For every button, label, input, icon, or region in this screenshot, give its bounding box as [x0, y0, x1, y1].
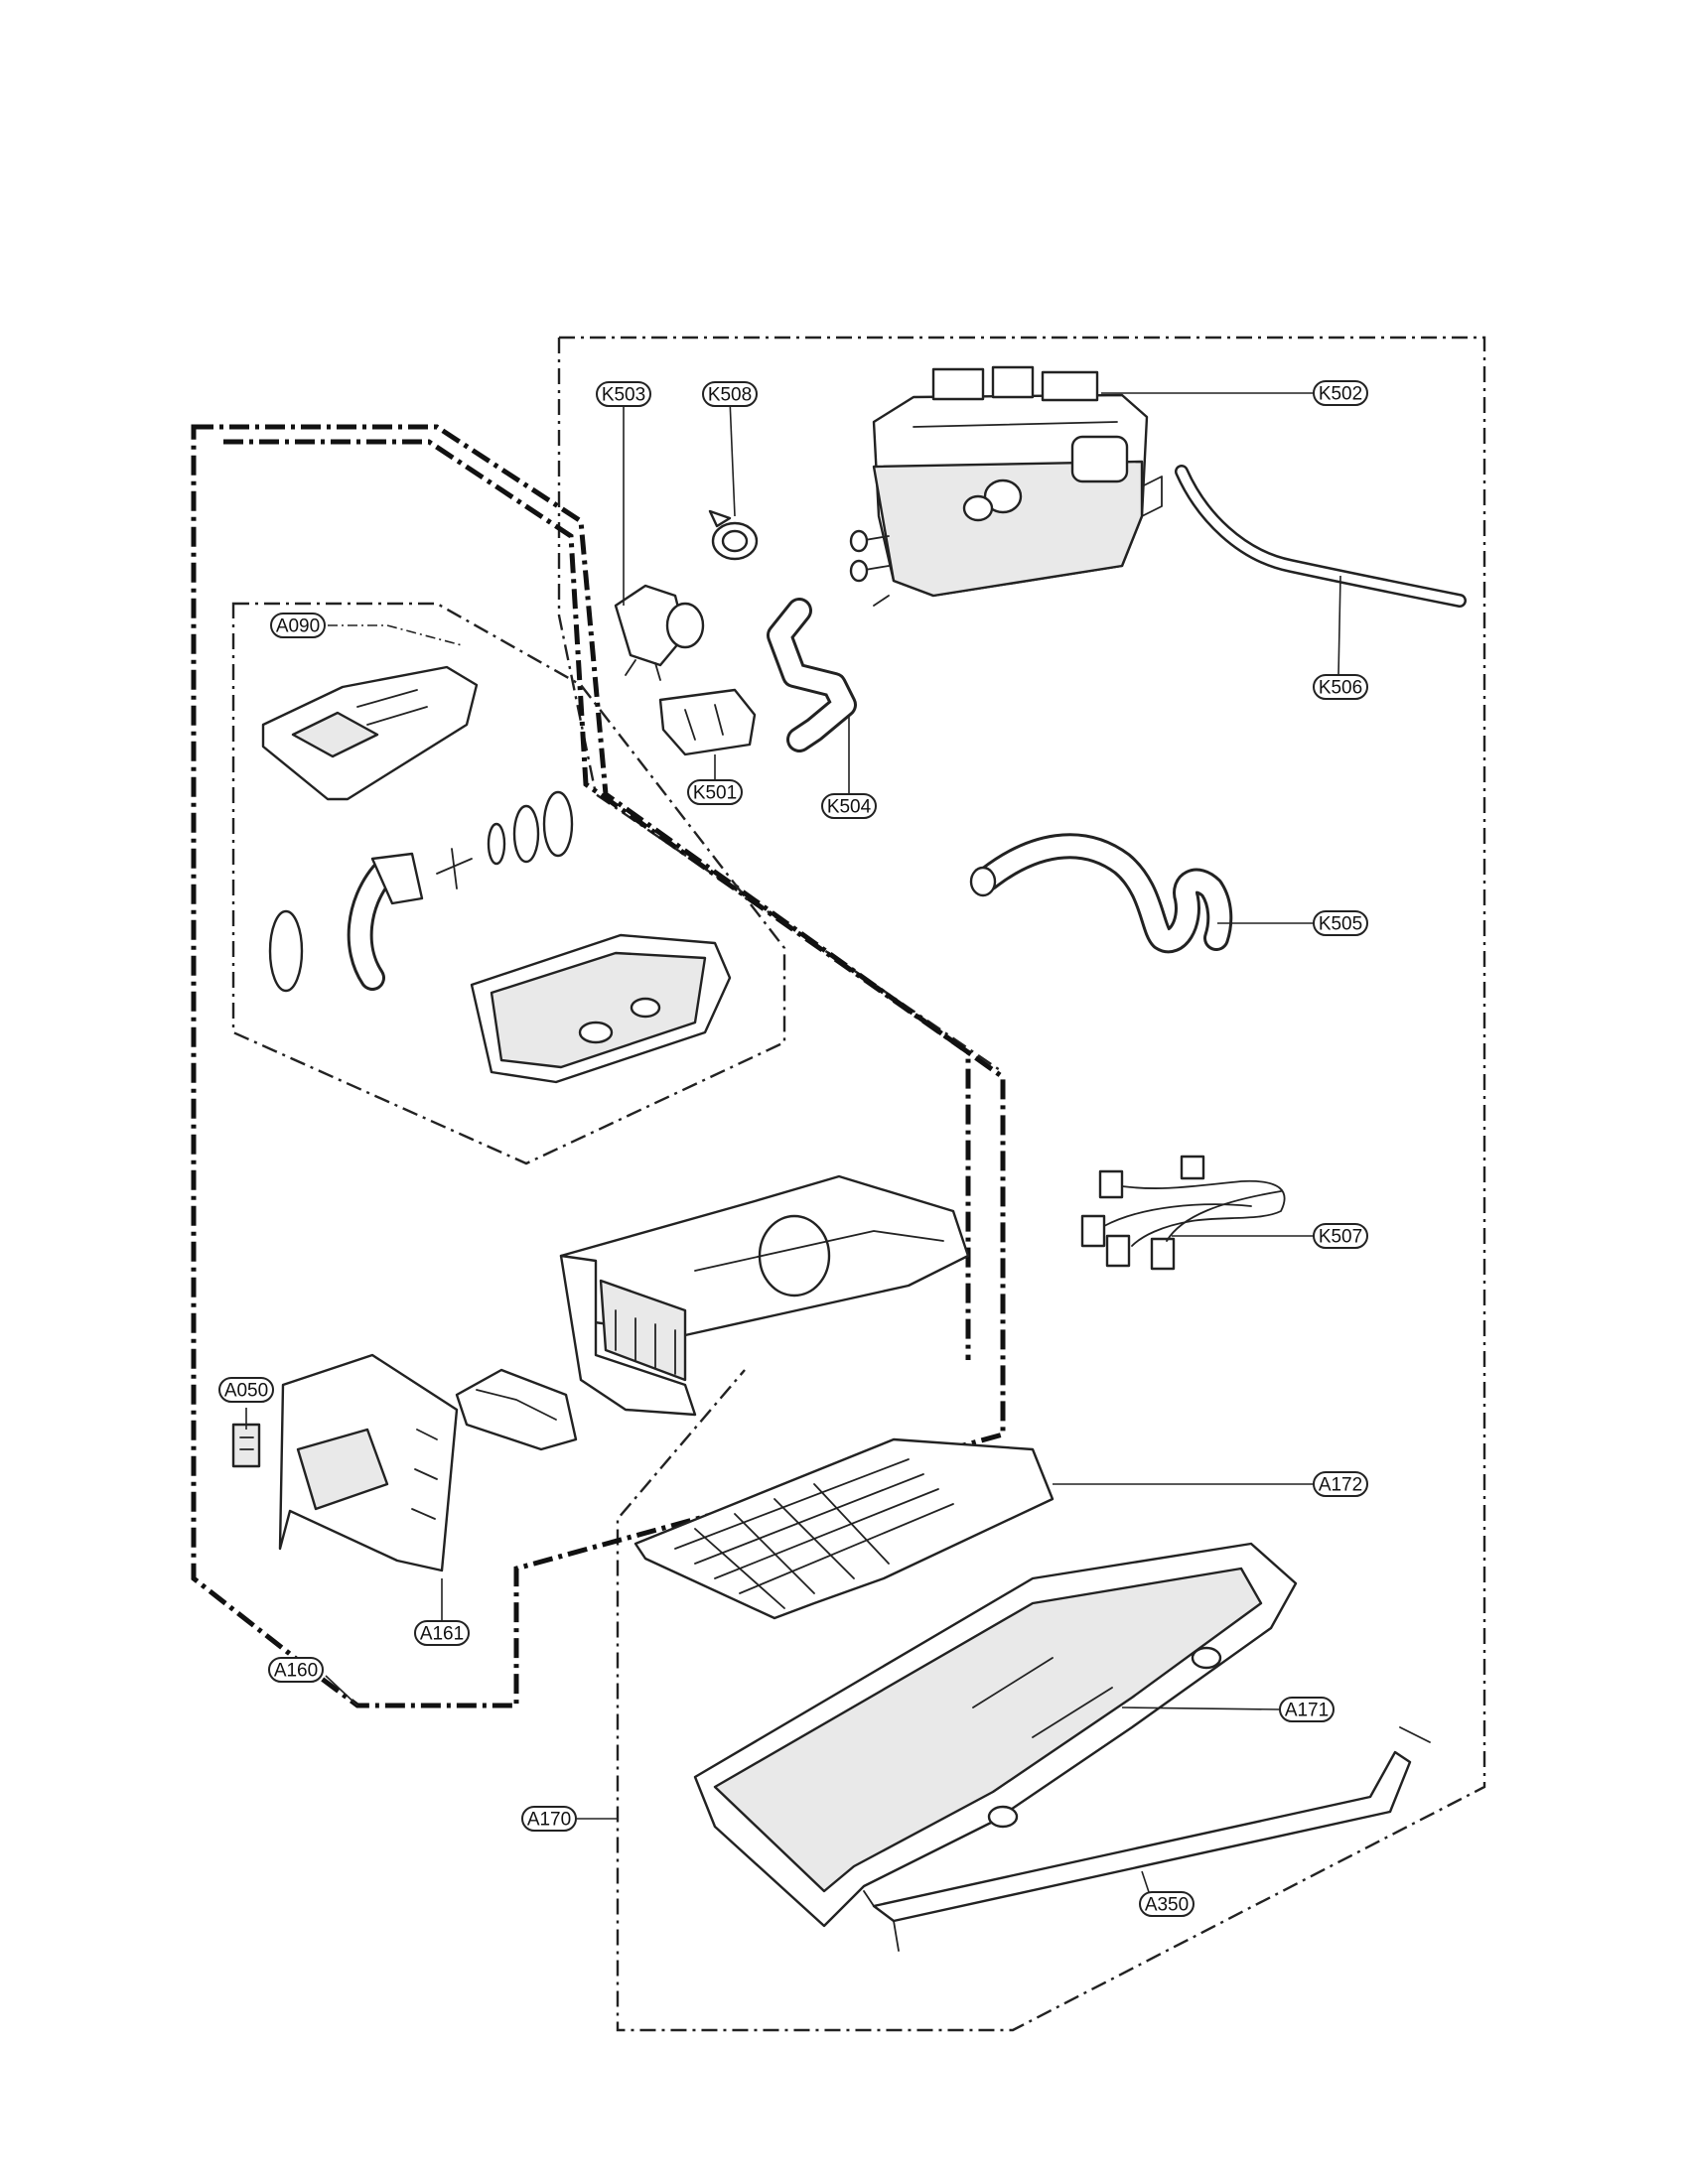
part-k507-harness — [1080, 1155, 1286, 1271]
callout-k501: K501 — [687, 779, 743, 805]
callout-a172: A172 — [1313, 1471, 1368, 1497]
callout-k506: K506 — [1313, 674, 1368, 700]
part-k503-valve — [614, 584, 705, 681]
part-a171-tray — [693, 1542, 1298, 1928]
callout-label: A350 — [1145, 1895, 1189, 1916]
group-a160-inner-boundary — [223, 439, 971, 1360]
callout-label: K504 — [827, 797, 872, 818]
callout-label: K502 — [1319, 384, 1362, 405]
callout-bubble — [270, 613, 326, 638]
part-k504-hose — [767, 598, 857, 752]
part-k501-bracket — [658, 688, 757, 756]
callout-bubble — [414, 1620, 470, 1646]
part-dispenser-housing — [559, 1174, 970, 1417]
callout-a160: A160 — [268, 1657, 324, 1683]
callout-label: A160 — [274, 1661, 318, 1682]
part-a161-panel — [278, 1353, 459, 1572]
callout-bubble — [1313, 380, 1368, 406]
callout-label: A171 — [1285, 1701, 1329, 1721]
callout-k508: K508 — [702, 381, 758, 407]
part-a172-grid — [633, 1437, 1055, 1620]
part-a050-badge — [231, 1423, 261, 1468]
callout-label: K503 — [602, 385, 645, 406]
part-k506-hose — [1175, 465, 1467, 608]
callout-bubble — [702, 381, 758, 407]
part-k505-hose — [969, 833, 1233, 954]
callout-bubble — [1313, 910, 1368, 936]
callout-bubble — [687, 779, 743, 805]
callout-a090: A090 — [270, 613, 326, 638]
callout-label: A161 — [420, 1624, 464, 1645]
group-k-assembly-boundary — [559, 336, 1486, 2032]
callout-label: A050 — [224, 1381, 268, 1402]
group-k-inner-boundary — [557, 338, 1004, 1073]
part-k508-clamp — [708, 509, 759, 561]
callout-label: K505 — [1319, 914, 1362, 935]
callout-bubble — [821, 793, 877, 819]
callout-label: K506 — [1319, 678, 1362, 699]
callout-a350: A350 — [1139, 1891, 1195, 1917]
callout-k507: K507 — [1313, 1223, 1368, 1249]
callout-bubble — [521, 1806, 577, 1832]
callout-a161: A161 — [414, 1620, 470, 1646]
callout-k504: K504 — [821, 793, 877, 819]
part-drawer-insert — [455, 1368, 578, 1451]
leader-a160 — [325, 1675, 358, 1706]
callout-label: A172 — [1319, 1475, 1362, 1496]
callout-k503: K503 — [596, 381, 651, 407]
part-a090-kit — [261, 665, 732, 1084]
callout-a170: A170 — [521, 1806, 577, 1832]
callout-bubble — [1313, 1471, 1368, 1497]
callout-label: K508 — [708, 385, 752, 406]
leader-k508 — [729, 398, 736, 517]
callout-label: K501 — [693, 783, 737, 804]
callout-bubble — [1279, 1697, 1335, 1722]
callout-bubble — [596, 381, 651, 407]
callout-label: A090 — [276, 616, 320, 637]
callout-a171: A171 — [1279, 1697, 1335, 1722]
callout-k505: K505 — [1313, 910, 1368, 936]
group-a090-boundary — [231, 602, 786, 1165]
callout-bubble — [1139, 1891, 1195, 1917]
callout-label: K507 — [1319, 1227, 1362, 1248]
part-a350-rail — [863, 1726, 1431, 1952]
part-k502-tank — [849, 365, 1163, 607]
leader-a090 — [328, 624, 463, 646]
callout-bubble — [1313, 674, 1368, 700]
callout-k502: K502 — [1313, 380, 1368, 406]
callout-bubble — [218, 1377, 274, 1403]
callout-label: A170 — [527, 1810, 571, 1831]
leader-a171 — [1121, 1706, 1282, 1710]
callout-bubble — [1313, 1223, 1368, 1249]
callout-a050: A050 — [218, 1377, 274, 1403]
leader-k506 — [1337, 575, 1341, 676]
callout-bubble — [268, 1657, 324, 1683]
